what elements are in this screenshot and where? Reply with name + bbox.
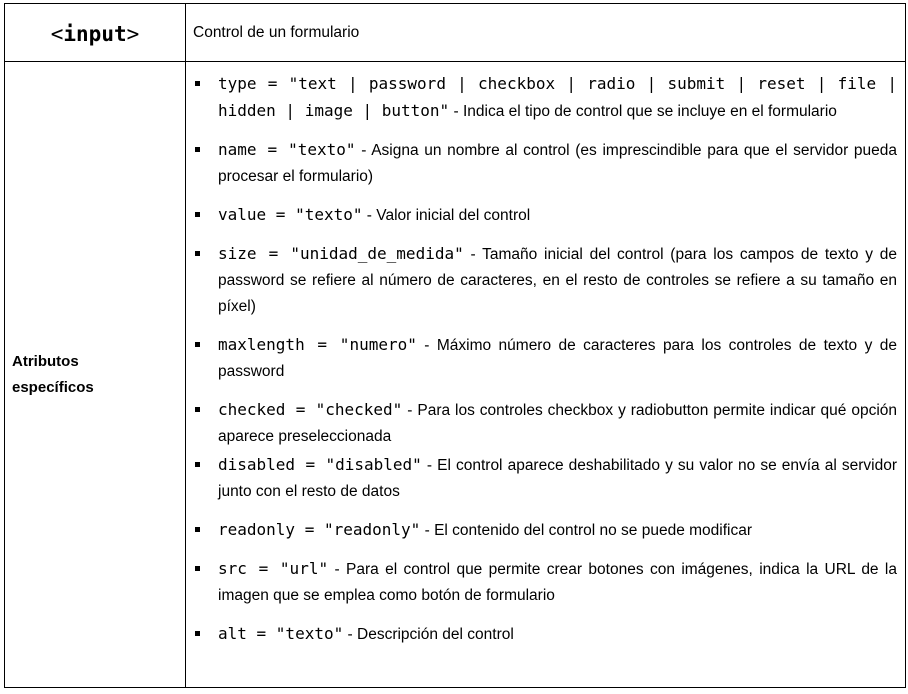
attribute-description: - Valor inicial del control — [362, 207, 531, 224]
attribute-table: <input> Control de un formulario Atribut… — [4, 3, 906, 688]
list-item: type = "text | password | checkbox | rad… — [195, 71, 897, 125]
description-cell: Control de un formulario — [185, 3, 906, 62]
attribute-code: value = "texto" — [218, 205, 363, 224]
attribute-description: - Para los controles checkbox y radiobut… — [218, 402, 897, 445]
element-description: Control de un formulario — [193, 23, 360, 41]
attribute-description: - Para el control que permite crear boto… — [218, 561, 897, 604]
element-tag: <input> — [51, 22, 140, 46]
attribute-description: - El contenido del control no se puede m… — [420, 522, 753, 539]
attribute-description: - Tamaño inicial del control (para los c… — [218, 246, 897, 315]
tag-cell: <input> — [4, 3, 186, 62]
list-item: size = "unidad_de_medida" - Tamaño inici… — [195, 241, 897, 320]
attribute-description: - Descripción del control — [343, 626, 514, 643]
attribute-description: - Indica el tipo de control que se inclu… — [449, 103, 837, 120]
attribute-code: readonly = "readonly" — [218, 520, 421, 539]
list-item: value = "texto" - Valor inicial del cont… — [195, 202, 897, 229]
attribute-code: checked = "checked" — [218, 400, 403, 419]
attribute-code: maxlength = "numero" — [218, 335, 417, 354]
attribute-code: size = "unidad_de_medida" — [218, 244, 464, 263]
list-item: src = "url" - Para el control que permit… — [195, 556, 897, 609]
list-item: name = "texto" - Asigna un nombre al con… — [195, 137, 897, 190]
list-item: readonly = "readonly" - El contenido del… — [195, 517, 897, 544]
list-item: disabled = "disabled" - El control apare… — [195, 452, 898, 505]
attribute-list: type = "text | password | checkbox | rad… — [186, 62, 905, 648]
table-header-row: <input> Control de un formulario — [4, 3, 906, 62]
attribute-description: - Máximo número de caracteres para los c… — [218, 337, 897, 380]
section-label: Atributos específicos — [12, 352, 94, 396]
tag-close-bracket: > — [126, 21, 140, 46]
attribute-code: src = "url" — [218, 559, 329, 578]
tag-name: input — [63, 21, 127, 46]
attribute-code: type = "text | password | checkbox | rad… — [218, 74, 897, 120]
attribute-code: alt = "texto" — [218, 624, 344, 643]
list-item: maxlength = "numero" - Máximo número de … — [195, 332, 897, 385]
attribute-description: - El control aparece deshabilitado y su … — [218, 457, 898, 500]
list-item: alt = "texto" - Descripción del control — [195, 621, 897, 648]
tag-open-bracket: < — [50, 21, 64, 46]
attributes-row: Atributos específicos type = "text | pas… — [4, 61, 906, 688]
attribute-code: name = "texto" — [218, 140, 356, 159]
attribute-code: disabled = "disabled" — [218, 455, 422, 474]
section-label-cell: Atributos específicos — [4, 61, 186, 688]
list-item: checked = "checked" - Para los controles… — [195, 397, 897, 450]
attribute-description: - Asigna un nombre al control (es impres… — [218, 142, 897, 185]
attributes-cell: type = "text | password | checkbox | rad… — [185, 61, 906, 688]
